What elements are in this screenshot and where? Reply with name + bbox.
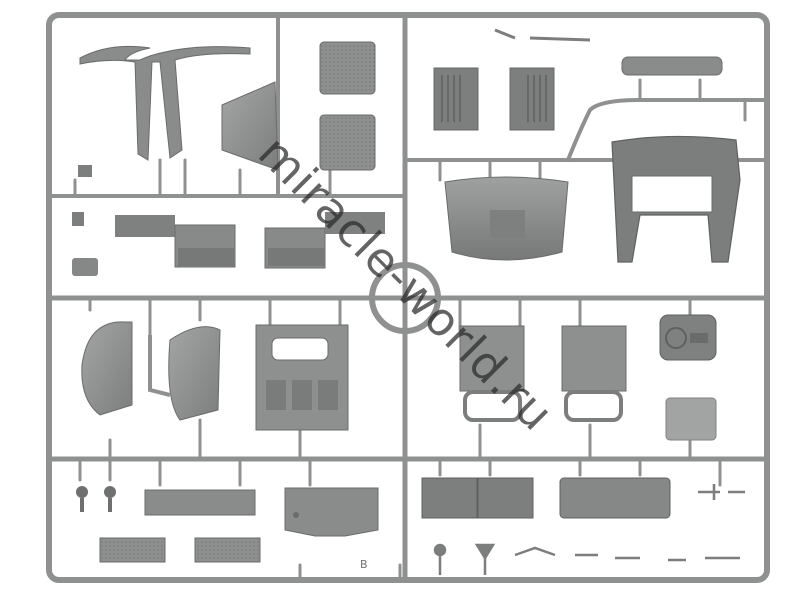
part-fender-left [81, 321, 133, 416]
part-fender-right [168, 326, 221, 421]
part-box-left [421, 477, 478, 519]
part-seat-back [444, 176, 569, 261]
part-gearbox-right [264, 212, 385, 269]
part-small-levers-bottom [433, 484, 745, 575]
part-dashboard [621, 56, 723, 76]
part-door-left [459, 325, 525, 422]
sprue-center-hub [369, 262, 441, 334]
part-small-lever [494, 28, 591, 42]
part-box-middle [477, 477, 534, 519]
part-vent-grille-left [433, 67, 479, 131]
part-floor-plate-left [99, 537, 166, 563]
part-ball-joints [76, 486, 116, 512]
part-rear-wall [255, 324, 349, 431]
part-vent-grille-right [509, 67, 555, 131]
part-small-panel [665, 397, 717, 441]
part-mirror-arms [79, 45, 251, 161]
part-tray [144, 489, 256, 516]
part-hood-panel [221, 81, 279, 171]
part-door-panel-lower [319, 114, 376, 171]
part-long-box [559, 477, 671, 519]
part-cab-frame [611, 135, 741, 263]
sprue-letter-label: B [360, 558, 368, 571]
sprue-gates [73, 78, 747, 582]
part-connector-rod [148, 335, 171, 397]
part-small-block-left [72, 165, 98, 276]
part-emblem-plate [659, 314, 717, 361]
part-bench-frame [284, 487, 379, 537]
part-floor-plate-right [194, 537, 261, 563]
part-gearbox-left [115, 215, 236, 268]
part-door-panel-upper [319, 41, 376, 95]
part-door-right [561, 325, 627, 422]
